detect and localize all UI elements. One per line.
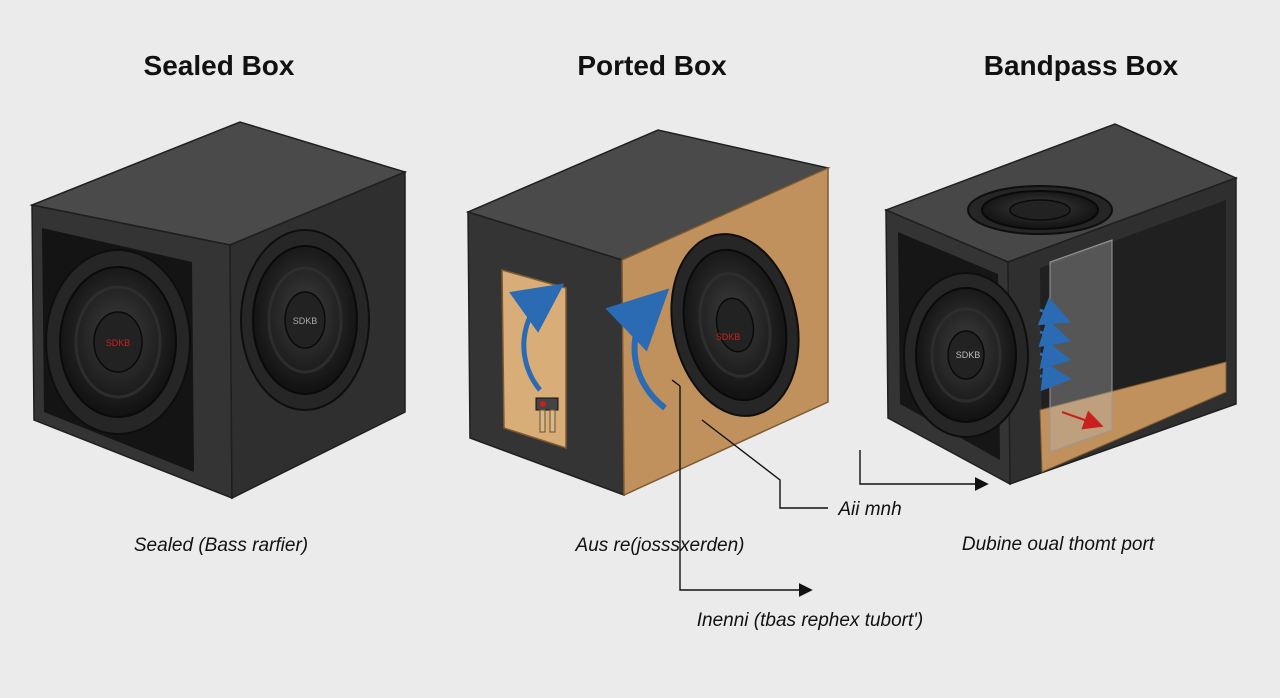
ported-woofer: SDKB <box>670 233 800 417</box>
bandpass-leader <box>859 450 989 491</box>
sealed-box-title: Sealed Box <box>143 50 295 81</box>
ported-box-title: Ported Box <box>577 50 727 81</box>
bandpass-box: SDKB <box>883 123 1238 486</box>
bandpass-front-woofer: SDKB <box>903 272 1029 438</box>
leader-lines <box>671 379 828 597</box>
port-leader-tick <box>671 379 681 387</box>
bandpass-top-woofer <box>967 185 1113 235</box>
curved-arrow-icon <box>509 283 565 392</box>
port-leader <box>679 386 813 597</box>
bandpass-caption: Dubine oual thomt port <box>961 534 1155 555</box>
sealed-box: SDKB SDKB <box>29 121 408 500</box>
sealed-side-woofer: SDKB <box>240 229 370 411</box>
speaker-terminals <box>535 397 559 433</box>
bandpass-divider <box>1049 239 1113 453</box>
pressure-arrows-icon <box>1037 297 1072 392</box>
woofer-logo: SDKB <box>956 350 981 360</box>
woofer-logo: SDKB <box>106 338 131 348</box>
curved-arrow-icon <box>605 288 670 411</box>
woofer-logo: SDKB <box>716 332 741 342</box>
red-flow-arrow <box>1061 410 1104 430</box>
port-opening <box>501 269 567 450</box>
air-mouth-label: Aii mnh <box>838 499 902 520</box>
sealed-caption: Sealed (Bass rarfier) <box>133 535 309 556</box>
sealed-front-woofer: SDKB <box>45 249 191 435</box>
woofer-logo: SDKB <box>293 316 318 326</box>
air-mouth-leader <box>701 419 828 509</box>
ported-caption: Aus re(josssxerden) <box>575 535 745 556</box>
ported-box: SDKB <box>465 129 831 497</box>
bandpass-floor <box>1039 361 1227 473</box>
bandpass-box-title: Bandpass Box <box>983 50 1179 81</box>
port-label: Inenni (tbas rephex tubort') <box>696 610 924 631</box>
